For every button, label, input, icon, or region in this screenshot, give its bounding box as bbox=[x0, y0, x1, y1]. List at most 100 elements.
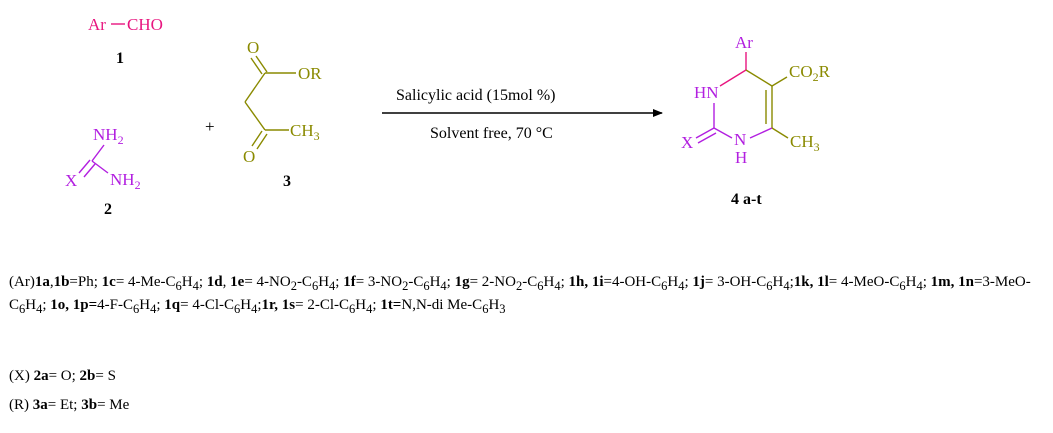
legend-segment: 6 bbox=[766, 279, 773, 293]
legend-segment: 6 bbox=[234, 302, 241, 316]
legend-segment: 4 bbox=[329, 279, 336, 293]
compound-3-o-bottom: O bbox=[243, 147, 255, 166]
legend-segment: 4 bbox=[150, 302, 157, 316]
compound-3-o-top: O bbox=[247, 38, 259, 57]
reagent-label: Salicylic acid (15mol %) bbox=[396, 87, 556, 104]
compound-2-urea: NH2 X NH2 2 bbox=[65, 125, 141, 218]
legend-ar-substituents: (Ar)1a,1b=Ph; 1c= 4-Me-C6H4; 1d, 1e= 4-N… bbox=[9, 273, 1044, 319]
compound-3-ch3-label: CH3 bbox=[290, 121, 320, 143]
legend-segment: ; bbox=[198, 274, 207, 290]
legend-segment: 1d bbox=[206, 274, 223, 290]
legend-segment: ; bbox=[156, 297, 165, 313]
product-4-dhpm: Ar HN CO2R X N H CH3 4 a-t bbox=[681, 33, 831, 208]
compound-1-cho-label: CHO bbox=[127, 15, 163, 34]
reaction-arrow: Salicylic acid (15mol %) Solvent free, 7… bbox=[382, 87, 663, 142]
product-n1-c6-bond bbox=[749, 127, 773, 139]
legend-segment: 4 bbox=[783, 279, 790, 293]
legend-segment: H bbox=[355, 297, 367, 313]
legend-segment: 6 bbox=[899, 279, 906, 293]
legend-segment: 3 bbox=[499, 302, 506, 316]
legend-segment: 4 bbox=[554, 279, 561, 293]
legend-segment: =4-OH-C bbox=[603, 274, 662, 290]
legend-segment: -C bbox=[296, 274, 312, 290]
product-c4-c5-bond bbox=[745, 69, 773, 87]
legend-segment: 2 bbox=[290, 279, 297, 293]
legend-segment: 2b bbox=[79, 368, 96, 384]
compound-1-aldehyde: Ar CHO 1 bbox=[88, 15, 163, 67]
legend-segment: = 3-NO bbox=[355, 274, 403, 290]
compound-3-co-top-1 bbox=[250, 57, 263, 75]
legend-segment: = O; bbox=[48, 368, 80, 384]
legend-segment: 2 bbox=[515, 279, 523, 293]
legend-segment: (Ar) bbox=[9, 274, 35, 290]
legend-segment: H bbox=[772, 274, 784, 290]
legend-segment: (X) bbox=[9, 368, 34, 384]
legend-segment: 6 bbox=[311, 279, 319, 293]
legend-segment: H bbox=[181, 274, 193, 290]
compound-3-or-label: OR bbox=[298, 64, 322, 83]
compound-3-co-bottom-1 bbox=[251, 130, 263, 147]
legend-segment: 1a bbox=[34, 274, 50, 290]
compound-2-bond-c-n-top bbox=[91, 144, 105, 162]
legend-segment: H bbox=[139, 297, 151, 313]
legend-segment: = S bbox=[95, 368, 116, 384]
legend-r-substituents: (R) 3a= Et; 3b= Me bbox=[9, 396, 1044, 415]
product-ch3-label: CH3 bbox=[790, 132, 820, 154]
legend-segment: 1b bbox=[53, 274, 70, 290]
legend-segment: H bbox=[318, 274, 330, 290]
legend-segment: 1g bbox=[454, 274, 470, 290]
product-number: 4 a-t bbox=[731, 191, 762, 208]
legend-segment: 1h, 1i bbox=[568, 274, 604, 290]
product-c2-n1-bond bbox=[713, 127, 733, 139]
legend-segment: 1m, 1n bbox=[930, 274, 974, 290]
legend-segment: 6 bbox=[661, 279, 668, 293]
compound-3-ketoester: O OR O CH3 3 bbox=[243, 38, 322, 190]
product-hn-label: HN bbox=[694, 83, 719, 102]
legend-segment: (R) bbox=[9, 397, 33, 413]
legend-segment: 4 bbox=[916, 279, 923, 293]
legend-segment: , bbox=[49, 274, 54, 290]
legend-segment: = 2-Cl-C bbox=[295, 297, 350, 313]
product-c5-ester-bond bbox=[771, 76, 788, 87]
legend-segment: 1o, 1p= bbox=[50, 297, 98, 313]
legend-segment: = Me bbox=[97, 397, 130, 413]
product-h-label: H bbox=[735, 148, 747, 167]
legend-segment: , bbox=[222, 274, 231, 290]
legend-segment: ; bbox=[789, 274, 794, 290]
legend-segment: 6 bbox=[423, 279, 430, 293]
legend-segment: 1t= bbox=[380, 297, 402, 313]
legend-segment: 6 bbox=[349, 302, 356, 316]
legend-segment: ; bbox=[684, 274, 693, 290]
compound-3-co-bottom-2 bbox=[256, 133, 268, 150]
compound-2-number: 2 bbox=[104, 201, 112, 218]
legend-segment: ; bbox=[922, 274, 931, 290]
legend-segment: ; bbox=[372, 297, 381, 313]
legend-segment: 2 bbox=[402, 279, 409, 293]
legend-segment: 4 bbox=[366, 302, 373, 316]
legend-segment: = 3-OH-C bbox=[704, 274, 767, 290]
product-c6-ch3-bond bbox=[771, 127, 789, 139]
legend-segment: =Ph; bbox=[69, 274, 102, 290]
legend-segment: 4 bbox=[36, 302, 43, 316]
legend-segment: 6 bbox=[175, 279, 182, 293]
legend-segment: 1f bbox=[343, 274, 356, 290]
legend-segment: ; bbox=[335, 274, 344, 290]
compound-2-nh2-top: NH2 bbox=[93, 125, 124, 147]
legend-segment: 4 bbox=[440, 279, 447, 293]
legend-segment: 1k, 1l bbox=[793, 274, 829, 290]
legend-segment: H bbox=[429, 274, 441, 290]
compound-3-ch2-bond-2 bbox=[244, 101, 266, 131]
compound-3-ch2-bond-1 bbox=[244, 72, 266, 103]
legend-segment: 1e bbox=[230, 274, 245, 290]
legend-segment: 3a bbox=[32, 397, 48, 413]
legend-segment: H bbox=[240, 297, 252, 313]
legend-segment: 4 bbox=[251, 302, 258, 316]
compound-2-bond-c-n-bottom bbox=[91, 160, 109, 174]
compound-2-bond-c-x-1 bbox=[78, 159, 91, 174]
compound-2-bond-c-x-2 bbox=[83, 163, 96, 178]
legend-segment: 1c bbox=[101, 274, 116, 290]
legend-segment: H bbox=[488, 297, 500, 313]
legend-segment: H bbox=[905, 274, 917, 290]
legend-segment: 6 bbox=[482, 302, 489, 316]
legend-segment: ; bbox=[560, 274, 569, 290]
